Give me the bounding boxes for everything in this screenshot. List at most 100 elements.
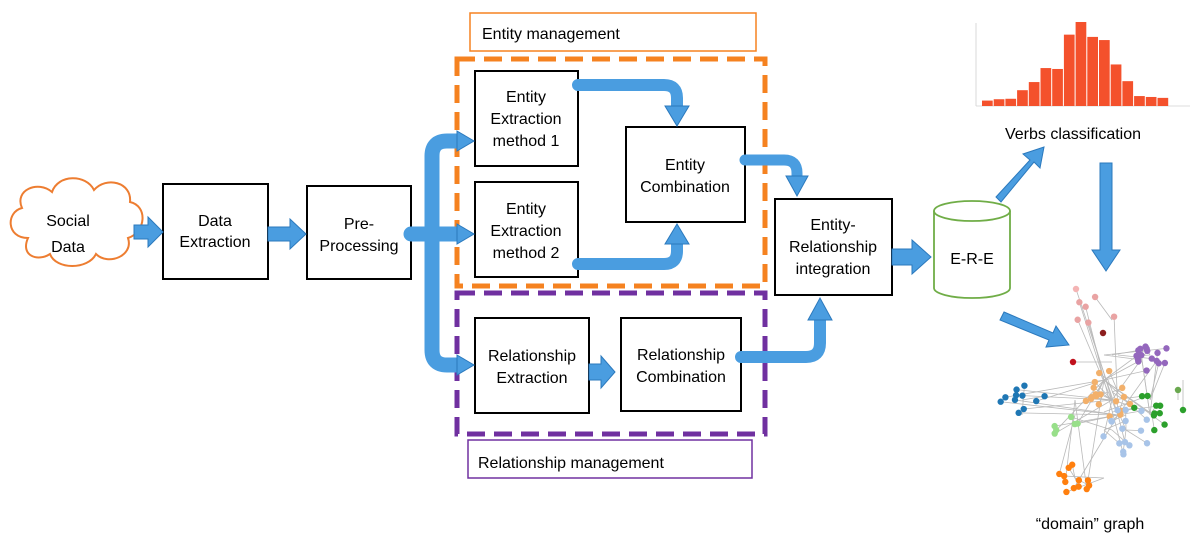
graph-node (1156, 410, 1163, 417)
integration-label-1: Entity- (810, 217, 855, 234)
graph-node (1097, 391, 1104, 398)
histogram-bar (1075, 22, 1087, 106)
flow-arrows (133, 79, 1121, 390)
arrow-head-into-integration-top (785, 175, 809, 198)
pipe-rel-combination-to-integration (735, 312, 826, 363)
graph-edge (1073, 414, 1119, 489)
graph-node (1143, 440, 1151, 447)
graph-node (1002, 394, 1009, 401)
entity-combination-box: Entity Combination (625, 126, 746, 223)
entity-combination-label-1: Entity (665, 157, 705, 174)
graph-node (1135, 358, 1142, 365)
graph-edge (1074, 399, 1088, 490)
histogram-bar (1017, 90, 1028, 106)
graph-edge (1125, 429, 1148, 444)
graph-node (1072, 285, 1080, 293)
graph-node (1100, 433, 1107, 440)
graph-node (1074, 316, 1081, 323)
entity-management-title-box (469, 12, 757, 52)
entity-method2-label-2: Extraction (490, 223, 561, 240)
entity-method1-label-2: Extraction (490, 111, 561, 128)
arrow-head-into-combination-bottom (664, 223, 690, 245)
histogram-bar (993, 99, 1005, 106)
ere-cylinder: E-R-E (933, 200, 1011, 299)
entity-extraction-method1-box: Entity Extraction method 1 (474, 70, 579, 167)
graph-node (1011, 396, 1019, 404)
graph-node (1120, 451, 1127, 458)
graph-node (1062, 478, 1069, 486)
arrow-cloud-to-data-extraction (133, 215, 164, 249)
graph-node (1065, 464, 1072, 471)
graph-edge (1075, 288, 1119, 416)
integration-label-2: Relationship (789, 239, 877, 256)
graph-node (1051, 422, 1058, 430)
graph-node (1154, 349, 1161, 357)
graph-node (1110, 313, 1118, 320)
entity-method1-label-1: Entity (506, 89, 546, 106)
entity-combination-label-2: Combination (640, 179, 730, 196)
entity-method2-label-1: Entity (506, 201, 546, 218)
graph-edge (1103, 379, 1155, 416)
graph-node (1174, 386, 1182, 394)
histogram-bar (1157, 97, 1169, 106)
arrow-ere-to-verbs (995, 146, 1045, 203)
histogram-bar (1005, 98, 1017, 106)
graph-node (1126, 400, 1134, 408)
arrow-head-to-method2 (456, 223, 475, 245)
graph-node (1120, 393, 1128, 401)
graph-node (1138, 351, 1145, 359)
graph-node (1091, 293, 1099, 301)
graph-node (1126, 442, 1133, 449)
graph-node (1143, 367, 1150, 374)
graph-edge (1094, 296, 1113, 321)
integration-label-3: integration (796, 261, 871, 278)
graph-node (1088, 394, 1095, 401)
pipe-combination-to-integration (739, 154, 803, 183)
graph-node (1063, 488, 1070, 496)
graph-node (1019, 392, 1026, 399)
data-extraction-box: Data Extraction (162, 183, 269, 280)
graph-node (1163, 345, 1170, 352)
histogram-bar (1087, 36, 1098, 106)
graph-node (1142, 343, 1149, 350)
graph-edge (1103, 361, 1139, 381)
graph-node (1075, 483, 1082, 490)
graph-edge (1054, 399, 1113, 434)
graph-node (1095, 401, 1103, 408)
histogram-bar (1040, 68, 1052, 106)
entity-method1-label-3: method 1 (493, 133, 560, 150)
graph-node (1084, 477, 1092, 484)
relationship-management-title: Relationship management (478, 455, 664, 472)
graph-node (1161, 421, 1168, 428)
arrow-verbs-to-graph (1091, 162, 1121, 272)
arrow-head-to-method1 (456, 130, 475, 152)
arrow-data-extraction-to-preprocessing (267, 217, 307, 251)
histogram-bar (1052, 68, 1063, 106)
graph-node (1155, 360, 1162, 367)
graph-node (1082, 303, 1089, 310)
histogram-bar (1110, 64, 1122, 106)
graph-node (1112, 398, 1120, 405)
graph-node (1020, 405, 1027, 413)
pipe-method1-to-combination (572, 79, 683, 114)
histogram-bar (1028, 82, 1040, 106)
graph-node (1143, 416, 1150, 423)
graph-node (1096, 369, 1103, 377)
graph-node (1121, 438, 1129, 446)
graph-edge (1103, 347, 1167, 356)
graph-edge (1014, 399, 1119, 416)
relationship-combination-box: Relationship Combination (620, 317, 742, 412)
social-data-label-1: Social (46, 213, 90, 230)
graph-node (1083, 485, 1090, 493)
verbs-histogram (975, 22, 1190, 107)
histogram-bar (1134, 96, 1145, 106)
graph-node (1138, 407, 1145, 415)
graph-node (1144, 392, 1151, 400)
graph-node (1161, 359, 1169, 367)
graph-node (1013, 386, 1020, 393)
pipe-method2-to-combination (572, 236, 683, 270)
graph-edge (1103, 429, 1120, 444)
graph-node (1076, 299, 1083, 306)
graph-node (1060, 472, 1068, 480)
entity-management-title: Entity management (482, 26, 620, 43)
